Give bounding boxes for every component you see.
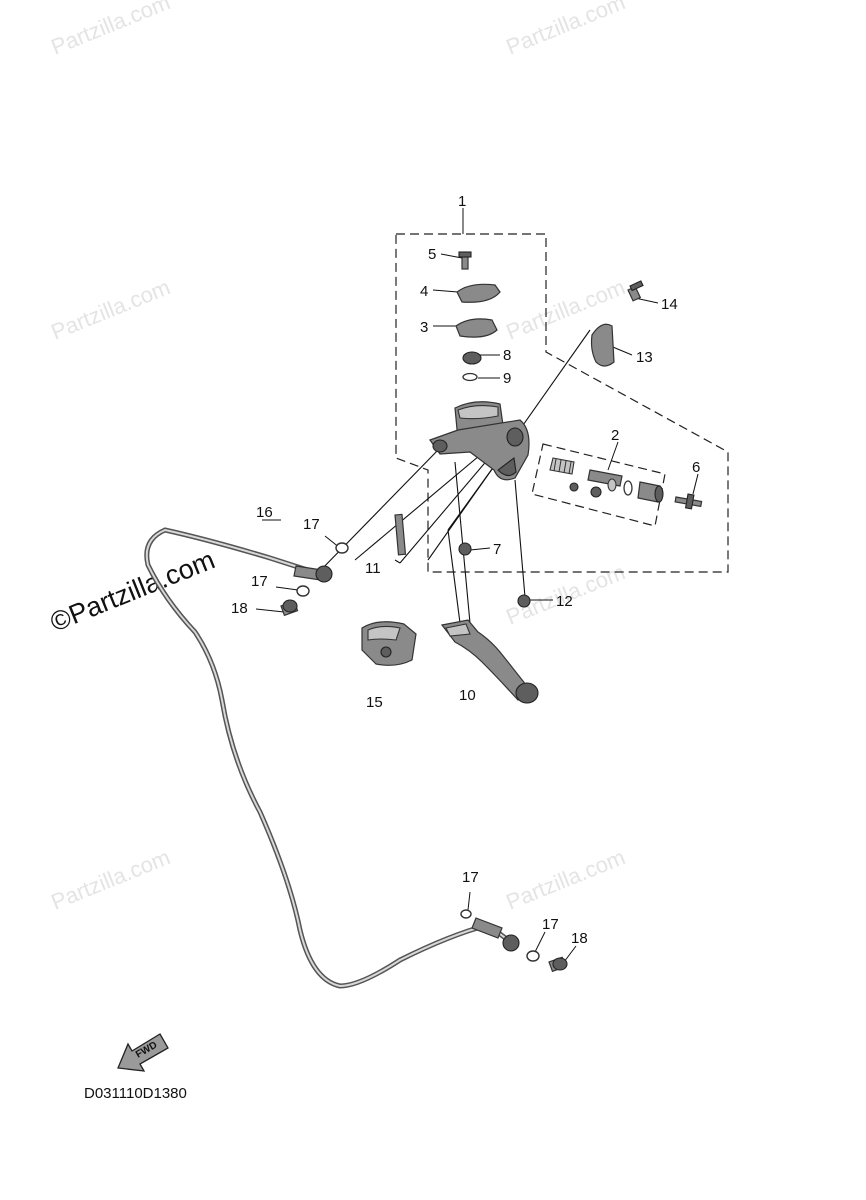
callouts: 1 2 3 4 5 6 7 8 9 10 11 12 13 14 15 16 1… xyxy=(231,193,700,947)
callout-label: 4 xyxy=(420,283,428,300)
clutch-lever xyxy=(440,619,539,704)
callout-label: 12 xyxy=(556,593,573,610)
callout-label: 8 xyxy=(503,347,511,364)
watermarks: Partzilla.com Partzilla.com Partzilla.co… xyxy=(48,0,629,915)
cap-plate xyxy=(455,318,498,338)
washer xyxy=(335,542,349,554)
fwd-arrow-icon: FWD xyxy=(117,1033,169,1072)
clutch-hose xyxy=(144,527,520,989)
watermark-text: Partzilla.com xyxy=(503,844,629,914)
o-ring xyxy=(462,372,478,382)
pivot-bolt xyxy=(674,493,703,510)
callout-label: 6 xyxy=(692,459,700,476)
washer xyxy=(460,909,472,919)
diagram-code: D031110D1380 xyxy=(84,1085,187,1102)
callout-label: 18 xyxy=(571,930,588,947)
callout-label: 2 xyxy=(611,427,619,444)
clutch-switch xyxy=(361,621,417,666)
callout-label: 17 xyxy=(251,573,268,590)
callout-label: 18 xyxy=(231,600,248,617)
callout-label: 17 xyxy=(542,916,559,933)
callout-label: 9 xyxy=(503,370,511,387)
callout-label: 15 xyxy=(366,694,383,711)
callout-label: 1 xyxy=(458,193,466,210)
callout-label: 14 xyxy=(661,296,678,313)
callout-label: 16 xyxy=(256,504,273,521)
watermark-text: Partzilla.com xyxy=(48,274,174,344)
nut-12 xyxy=(517,594,531,608)
lever-holder xyxy=(590,323,615,367)
callout-label: 17 xyxy=(462,869,479,886)
union-bolt xyxy=(548,956,568,973)
nut-7 xyxy=(458,542,472,556)
callout-label: 7 xyxy=(493,541,501,558)
watermark-main: ©Partzilla.com xyxy=(46,544,219,637)
reservoir-cap xyxy=(456,283,501,303)
screw-11 xyxy=(394,513,407,556)
piston-kit xyxy=(549,457,664,503)
subassembly-outline xyxy=(531,443,666,527)
callout-label: 11 xyxy=(365,560,381,577)
washer xyxy=(296,585,310,597)
callout-label: 5 xyxy=(428,246,436,263)
union-bolt xyxy=(280,599,299,617)
diaphragm xyxy=(462,351,482,365)
master-cylinder xyxy=(429,401,530,481)
callout-label: 13 xyxy=(636,349,653,366)
assembly-outline xyxy=(395,233,729,573)
washer xyxy=(526,950,540,962)
callout-label: 17 xyxy=(303,516,320,533)
callout-label: 10 xyxy=(459,687,476,704)
watermark-text: Partzilla.com xyxy=(503,0,629,60)
watermark-text: Partzilla.com xyxy=(48,0,174,60)
watermark-text: Partzilla.com xyxy=(48,844,174,914)
screw-part xyxy=(458,251,472,270)
holder-bolt xyxy=(627,280,644,302)
callout-label: 3 xyxy=(420,319,428,336)
